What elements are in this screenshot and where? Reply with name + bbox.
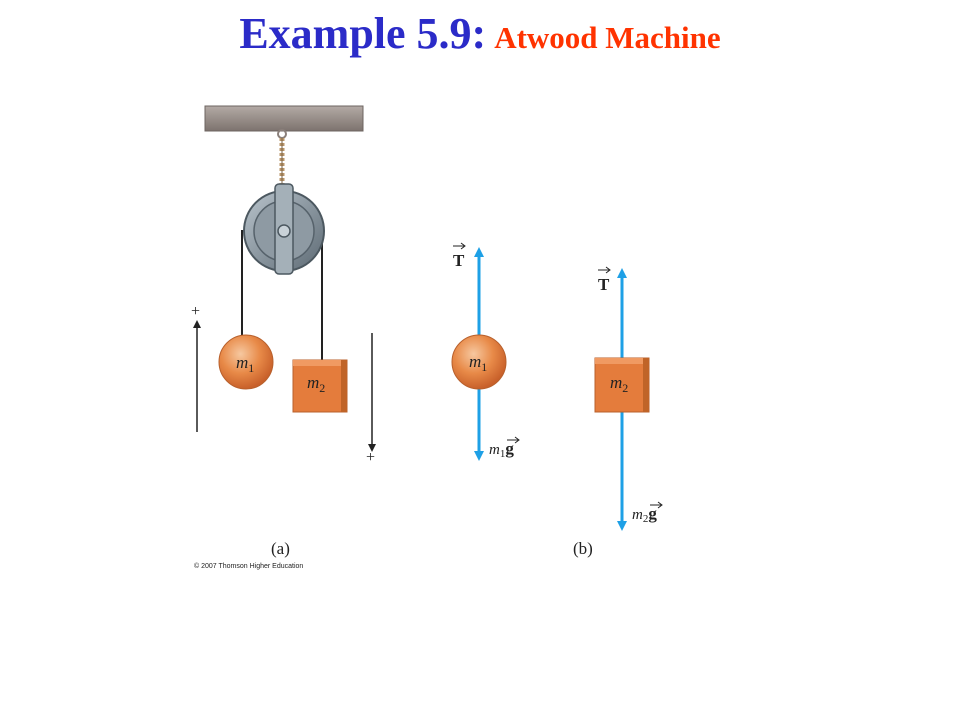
plus-up-label: + — [191, 303, 200, 320]
weight-label-1: m1g — [489, 436, 520, 460]
copyright-text: © 2007 Thomson Higher Education — [194, 562, 303, 570]
plus-down-label: + — [366, 449, 375, 466]
tension-label-1: T — [453, 242, 466, 270]
panel-a: m1 m2 + + (a) © 2007 Thomson Higher Educ… — [191, 105, 376, 570]
mass1-label: m1 — [236, 353, 254, 375]
fbd-mass2-block — [594, 357, 650, 413]
fbd-mass2-label: m2 — [610, 373, 628, 395]
fbd-mass1-label: m1 — [469, 352, 487, 374]
svg-text:m1g: m1g — [489, 439, 514, 460]
panel-a-label: (a) — [271, 539, 290, 558]
mass2-label: m2 — [307, 373, 325, 395]
mass1-ball — [218, 334, 274, 390]
slide-title: Example 5.9:Atwood Machine — [0, 8, 960, 59]
ceiling-beam — [204, 105, 364, 132]
pulley — [243, 183, 325, 275]
panel-b: m1 T m1g m2 T — [451, 242, 663, 558]
panel-b-label: (b) — [573, 539, 593, 558]
weight-label-2: m2g — [632, 501, 663, 525]
tension-label-2: T — [598, 266, 611, 294]
svg-text:T: T — [453, 251, 465, 270]
mass2-block — [292, 359, 348, 413]
hanging-chain — [277, 129, 287, 188]
title-subtitle: Atwood Machine — [494, 20, 721, 55]
svg-text:T: T — [598, 275, 610, 294]
title-main: Example 5.9: — [239, 9, 487, 58]
fbd-mass1-ball — [451, 334, 507, 390]
svg-text:m2g: m2g — [632, 504, 657, 525]
